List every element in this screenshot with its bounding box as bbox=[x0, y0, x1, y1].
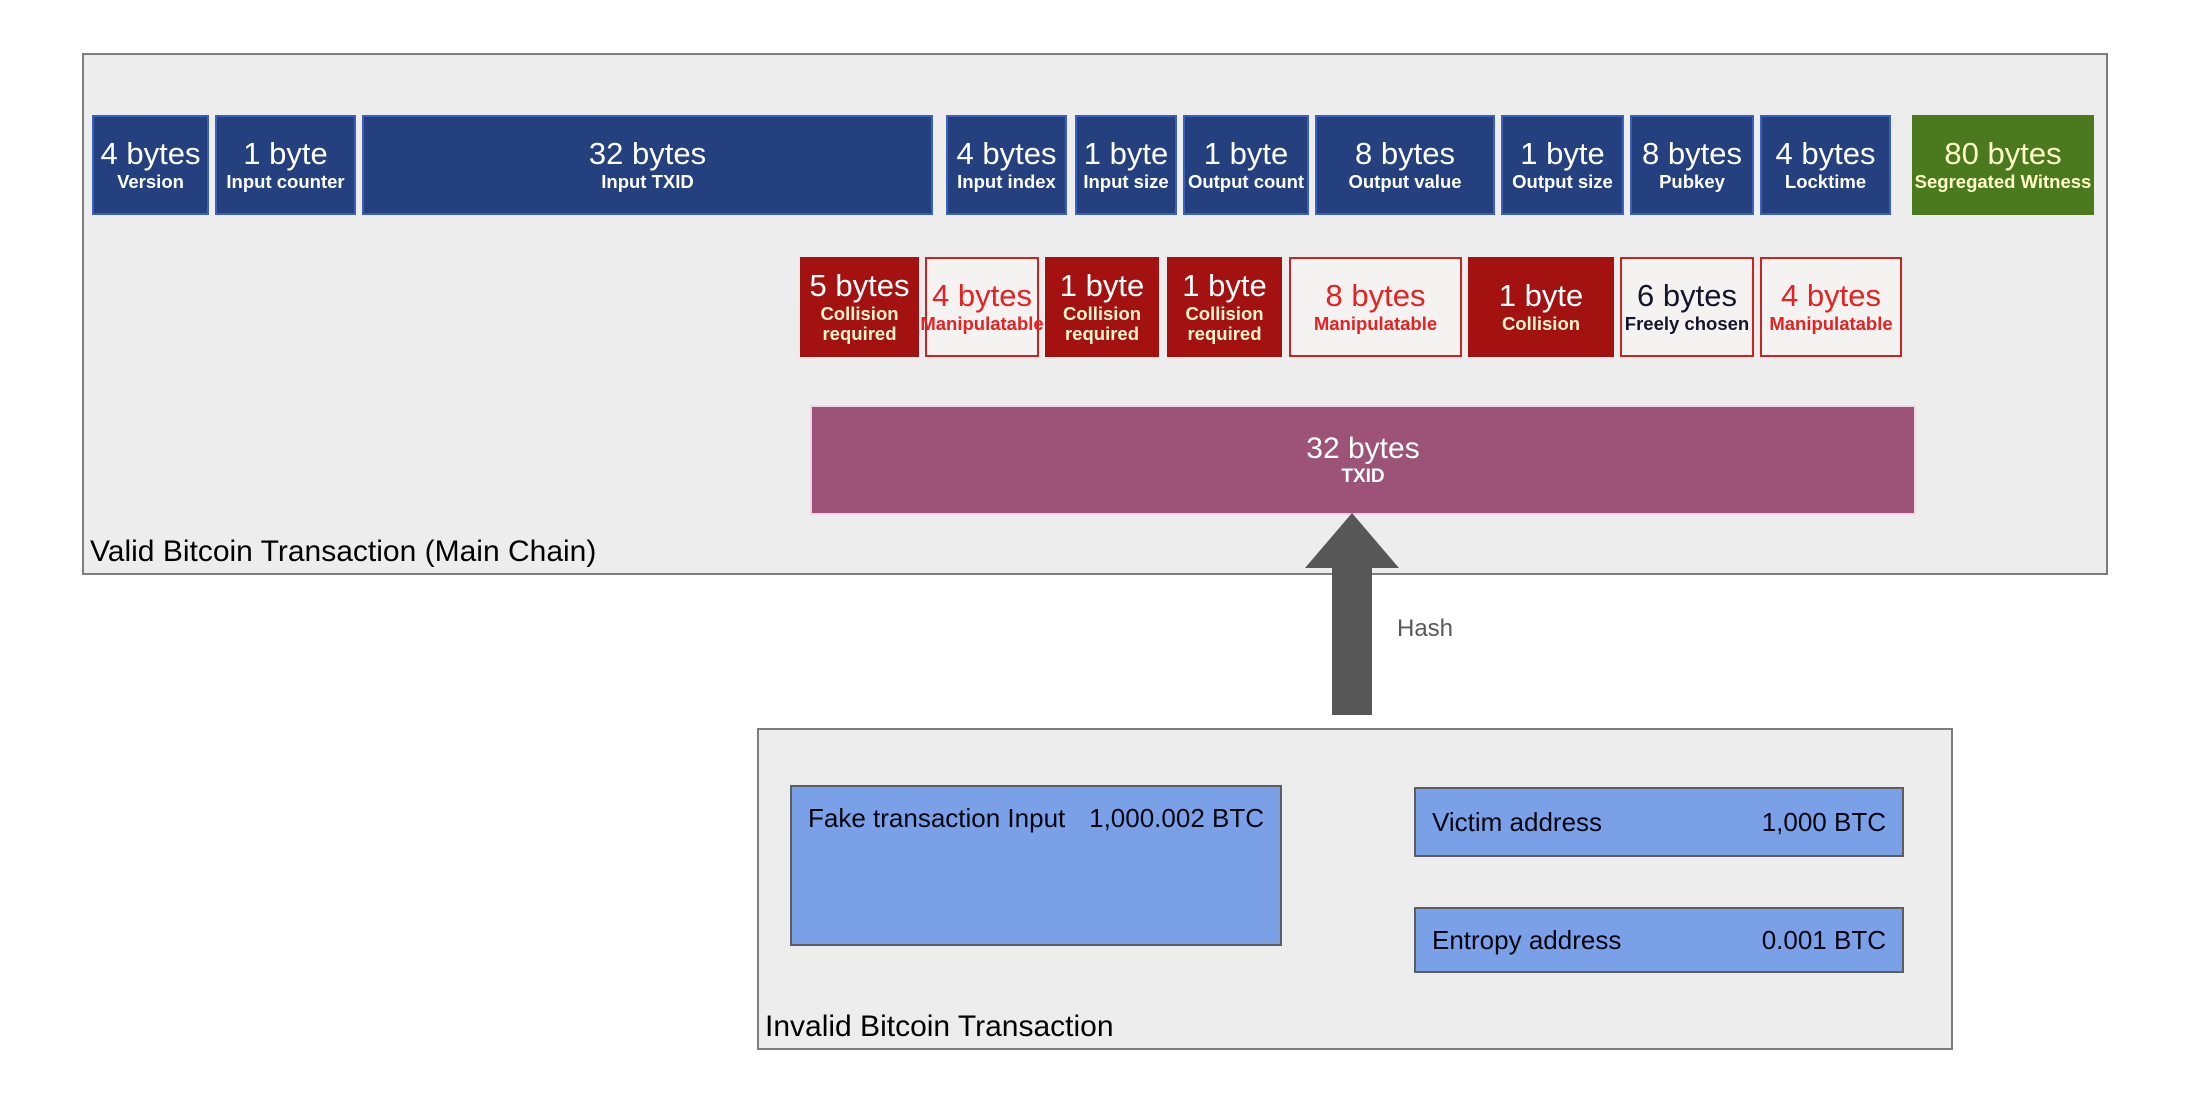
field-name-label: Collision required bbox=[1185, 302, 1264, 345]
field-size-label: 80 bytes bbox=[1944, 136, 2062, 172]
victim-address-box: Victim address 1,000 BTC bbox=[1414, 787, 1904, 857]
field-size-label: 4 bytes bbox=[1775, 136, 1876, 172]
victim-address-value: 1,000 BTC bbox=[1761, 806, 1886, 837]
field-name-label: Version bbox=[117, 171, 184, 192]
field-name-label: Output value bbox=[1348, 171, 1462, 192]
field-size-label: 4 bytes bbox=[956, 136, 1057, 172]
field-size-label: 8 bytes bbox=[1325, 278, 1426, 314]
field-size-label: 6 bytes bbox=[1637, 278, 1737, 314]
field-name-label: Manipulatable bbox=[920, 313, 1044, 334]
txid-box-size: 32 bytes bbox=[1306, 431, 1420, 465]
entropy-address-box: Entropy address 0.001 BTC bbox=[1414, 907, 1904, 973]
field-size-label: 8 bytes bbox=[1642, 136, 1742, 172]
valid-transaction-caption: Valid Bitcoin Transaction (Main Chain) bbox=[90, 535, 597, 568]
field-name-label: Pubkey bbox=[1659, 171, 1725, 192]
field-size-label: 4 bytes bbox=[100, 136, 201, 172]
field-name-label: Output size bbox=[1512, 171, 1613, 192]
field-name-label: Collision required bbox=[1062, 302, 1142, 345]
hash-label: Hash bbox=[1397, 615, 1454, 642]
txid-box: 32 bytes TXID bbox=[810, 405, 1916, 515]
field-name-label: Output count bbox=[1187, 171, 1305, 192]
field-size-label: 5 bytes bbox=[809, 267, 910, 303]
field-name-label: Collision bbox=[1501, 313, 1581, 334]
field-name-label: Input index bbox=[957, 171, 1056, 192]
field-size-label: 1 byte bbox=[1182, 267, 1267, 303]
entropy-address-value: 0.001 BTC bbox=[1761, 924, 1886, 955]
field-size-label: 1 byte bbox=[1059, 267, 1145, 303]
field-size-label: 4 bytes bbox=[932, 278, 1032, 314]
field-name-label: Input size bbox=[1083, 171, 1169, 192]
field-size-label: 4 bytes bbox=[1781, 278, 1881, 314]
field-name-label: Segregated Witness bbox=[1914, 171, 2092, 192]
field-name-label: Input TXID bbox=[601, 171, 694, 192]
field-name-label: Manipulatable bbox=[1769, 313, 1893, 334]
invalid-transaction-caption: Invalid Bitcoin Transaction bbox=[765, 1010, 1114, 1043]
field-size-label: 1 byte bbox=[1520, 136, 1605, 172]
entropy-address-label: Entropy address bbox=[1432, 924, 1622, 955]
field-size-label: 8 bytes bbox=[1355, 136, 1455, 172]
txid-box-label: TXID bbox=[1341, 466, 1385, 488]
fake-input-value: 1,000.002 BTC bbox=[1089, 803, 1264, 833]
field-size-label: 1 byte bbox=[1203, 136, 1289, 172]
field-size-label: 1 byte bbox=[1083, 136, 1169, 172]
field-size-label: 1 byte bbox=[243, 136, 328, 172]
field-name-label: Input counter bbox=[226, 171, 345, 192]
field-name-label: Freely chosen bbox=[1624, 313, 1750, 334]
field-size-label: 32 bytes bbox=[588, 136, 707, 172]
fake-transaction-input-box: Fake transaction Input 1,000.002 BTC bbox=[790, 785, 1282, 946]
field-name-label: Collision required bbox=[820, 302, 899, 345]
field-size-label: 1 byte bbox=[1498, 278, 1584, 314]
victim-address-label: Victim address bbox=[1432, 806, 1603, 837]
fake-input-label: Fake transaction Input bbox=[808, 803, 1066, 833]
field-name-label: Manipulatable bbox=[1313, 313, 1438, 334]
field-name-label: Locktime bbox=[1784, 171, 1867, 192]
